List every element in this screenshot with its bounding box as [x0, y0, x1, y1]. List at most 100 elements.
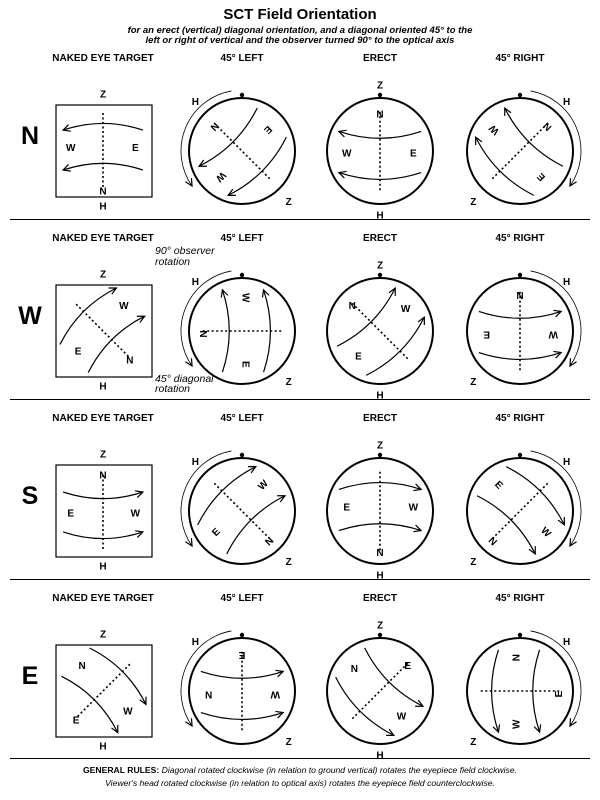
direction-letter-left: E [261, 123, 274, 136]
horizon-label: H [376, 391, 383, 402]
direction-letter-left: E [535, 170, 548, 183]
direction-letter-left: W [66, 143, 76, 154]
horizon-label: H [376, 211, 383, 222]
zenith-label: Z [100, 630, 106, 641]
direction-letter-left: W [397, 711, 407, 722]
star-trail-lower-arrow [528, 546, 536, 556]
star-trail-upper-arrow [337, 170, 347, 179]
zenith-label: Z [377, 621, 383, 632]
direction-letter-bottom: E [404, 661, 411, 672]
zenith-label: Z [470, 737, 476, 748]
subtitle-line-1: for an erect (vertical) diagonal orienta… [127, 25, 473, 36]
star-trail-upper-arrow [261, 288, 270, 298]
star-trail-upper-arrow [413, 483, 423, 492]
star-trail-lower-arrow [197, 159, 207, 167]
observer-rotation-label-2: rotation [155, 256, 191, 268]
direction-letter-bottom: N [376, 109, 383, 120]
direction-letter-right: E [239, 361, 250, 368]
column-header-4: 45° RIGHT [495, 413, 545, 424]
star-trail-lower-arrow [504, 106, 512, 116]
star-trail-lower-arrow [533, 724, 542, 734]
star-trail-upper-arrow [417, 315, 425, 325]
zenith-label: Z [377, 441, 383, 452]
column-header-4: 45° RIGHT [495, 233, 545, 244]
direction-letter-bottom: N [541, 120, 554, 133]
zenith-marker [377, 452, 383, 458]
eyepiece-field [466, 637, 574, 745]
column-header-4: 45° RIGHT [495, 53, 545, 64]
general-rules-text-1: Diagonal rotated clockwise (in relation … [159, 765, 518, 775]
direction-letter-bottom: E [554, 690, 565, 697]
rotation-arc-arrow [569, 718, 577, 728]
column-header-3: ERECT [363, 53, 397, 64]
row-label-2: W [18, 302, 42, 330]
direction-letter-left: E [410, 149, 417, 160]
direction-letter-bottom: N [516, 289, 523, 300]
rotation-arc-arrow [185, 178, 193, 188]
direction-letter-right: W [538, 525, 553, 540]
column-header-2: 45° LEFT [220, 53, 264, 64]
column-header-1: NAKED EYE TARGET [52, 593, 154, 604]
star-trail-lower [226, 495, 286, 555]
direction-letter-right: E [67, 508, 74, 519]
direction-letter-bottom: N [197, 330, 208, 337]
star-trail-lower [200, 670, 284, 679]
star-trail-upper-arrow [135, 530, 145, 538]
direction-letter-right: W [487, 122, 502, 137]
row-divider [10, 219, 590, 220]
zenith-marker [517, 92, 523, 98]
column-header-3: ERECT [363, 413, 397, 424]
direction-letter-left: E [492, 479, 505, 492]
direction-letter-right: W [213, 169, 228, 184]
horizon-label: H [192, 97, 199, 108]
star-trail-lower-arrow [220, 288, 229, 298]
eyepiece-field [188, 457, 296, 565]
direction-letter-bottom: E [238, 649, 245, 660]
eyepiece-field [326, 97, 434, 205]
general-rules: GENERAL RULES: Diagonal rotated clockwis… [10, 764, 590, 790]
column-header-2: 45° LEFT [220, 593, 264, 604]
zenith-label: Z [286, 557, 292, 568]
direction-letter-right: W [123, 706, 133, 717]
direction-letter-right: E [483, 328, 490, 339]
direction-letter-right: E [355, 351, 362, 362]
rotation-arc [530, 630, 582, 727]
direction-letter-left: W [239, 293, 250, 303]
horizon-label: H [99, 202, 106, 213]
diagonal-axis [75, 663, 131, 719]
target-frame [55, 464, 153, 558]
eyepiece-field [326, 637, 434, 745]
eyepiece-field [466, 277, 574, 385]
diagonal-rotation-label-2: rotation [155, 383, 191, 395]
star-trail-lower [338, 523, 422, 532]
general-rules-line-1: GENERAL RULES: Diagonal rotated clockwis… [10, 764, 590, 777]
rotation-arc [530, 90, 582, 187]
horizon-label: H [563, 97, 570, 108]
star-trail-lower-arrow [61, 164, 71, 172]
eyepiece-field [188, 97, 296, 205]
direction-letter-left: E [343, 503, 350, 514]
direction-letter-right: N [512, 654, 523, 661]
target-frame [55, 644, 153, 738]
horizon-label: H [99, 382, 106, 393]
observer-rotation-label-1: 90° observer [155, 245, 215, 257]
zenith-label: Z [100, 90, 106, 101]
direction-letter-left: E [210, 526, 223, 539]
zenith-label: Z [286, 737, 292, 748]
zenith-label: Z [470, 557, 476, 568]
diagonal-rotation-label-1: 45° diagonal [155, 373, 214, 385]
star-trail-upper-arrow [557, 517, 565, 527]
eyepiece-field [326, 277, 434, 385]
rotation-arc [530, 450, 582, 547]
star-trail-lower [478, 310, 562, 319]
star-trail-lower-arrow [388, 286, 396, 296]
